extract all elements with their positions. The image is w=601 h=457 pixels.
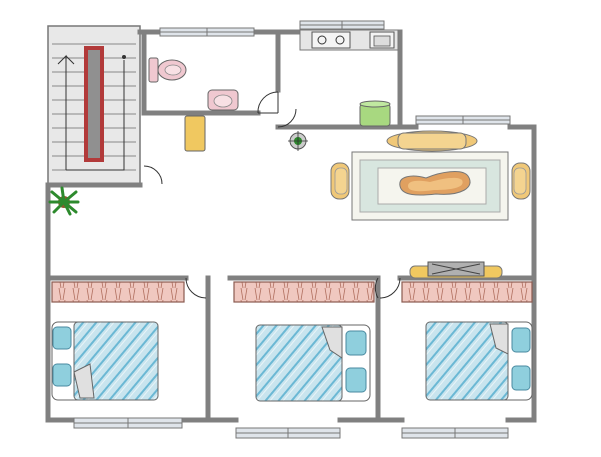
stairwell <box>47 25 141 186</box>
wardrobe-bedroom-2 <box>233 281 375 303</box>
toilet <box>148 57 187 83</box>
window-bedroom-1 <box>73 417 183 429</box>
stove <box>311 31 351 49</box>
wardrobe-bedroom-3 <box>401 281 533 303</box>
dining-chair-left <box>330 162 350 200</box>
tv-stand <box>409 261 503 279</box>
trash-bin <box>359 100 391 127</box>
pillow <box>345 367 367 393</box>
window-kitchen <box>299 20 385 30</box>
kitchen-sink <box>369 31 395 49</box>
pillow <box>511 365 531 391</box>
door-bedroom-3 <box>379 277 401 299</box>
window-bedroom-2 <box>235 427 341 439</box>
stair-direction-arrow <box>57 54 75 170</box>
boiler <box>184 115 206 152</box>
window-bedroom-3 <box>401 427 509 439</box>
pillow <box>511 327 531 353</box>
door-bedroom-2 <box>374 277 379 299</box>
dining-chair-right <box>511 162 531 200</box>
bathroom-door <box>257 91 279 114</box>
windows <box>73 20 511 439</box>
bed-1 <box>51 321 159 401</box>
bed-2 <box>255 324 371 402</box>
pillow <box>52 326 72 350</box>
door-stairwell <box>143 165 163 185</box>
pillow <box>345 330 367 356</box>
stair-rail <box>84 46 104 162</box>
window-living <box>415 115 511 125</box>
door-bedroom-1 <box>185 277 207 299</box>
window-bathroom <box>159 27 255 37</box>
bed-3 <box>425 321 533 401</box>
potted-plant <box>48 186 80 216</box>
pillow <box>52 363 72 387</box>
bedroom-doors <box>143 165 401 299</box>
bathroom-sink <box>207 89 239 111</box>
wardrobe-bedroom-1 <box>51 281 185 303</box>
wardrobes <box>51 281 533 303</box>
kitchen-door <box>277 108 297 128</box>
dining-table <box>351 151 509 221</box>
dining-chair-top <box>386 130 478 152</box>
ceiling-lamp <box>288 131 308 151</box>
